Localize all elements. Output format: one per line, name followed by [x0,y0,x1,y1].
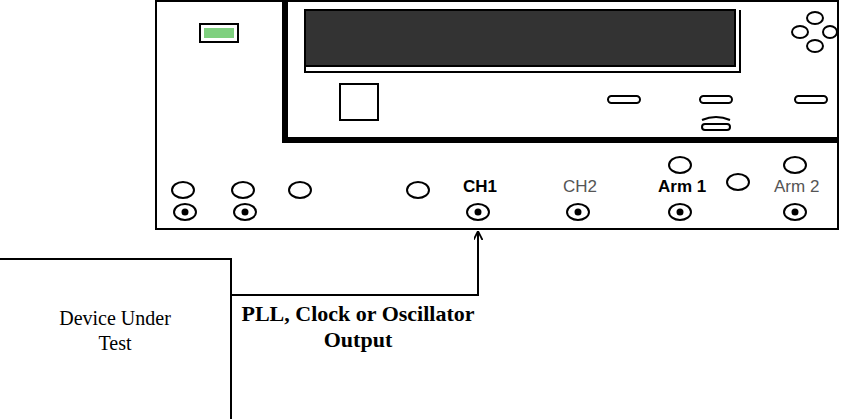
power-indicator [200,24,238,42]
knob [289,182,311,198]
soft-key [702,124,730,130]
soft-key [795,96,827,103]
channel-label: CH1 [463,178,497,197]
power-led [204,28,234,38]
bnc-connectors [174,204,806,220]
soft-key [608,96,640,103]
channel-label: CH2 [563,178,597,197]
arrow-key [823,26,837,38]
knob [669,157,691,173]
display-screen [305,10,735,66]
device-label: Device Under Test [55,306,175,356]
device-under-test-box: Device Under Test [0,258,232,419]
soft-key-curve [702,117,730,120]
knob [232,182,254,198]
arrow-key [807,40,823,52]
square-button [340,84,378,120]
edge-label: PLL, Clock or Oscillator Output [236,301,480,354]
signal-arrow [232,232,478,295]
display-frame [285,2,838,140]
display-bezel [305,10,740,72]
knob [727,174,749,190]
arrow-key [792,26,808,38]
arrow-key [807,12,823,24]
knob [172,182,194,198]
knob [407,182,429,198]
instrument-panel: CH1 CH2 Arm 1 Arm 2 [155,0,839,230]
arm-label: Arm 2 [774,178,819,197]
soft-key [700,96,732,103]
knob [784,157,806,173]
arm-label: Arm 1 [658,178,706,197]
